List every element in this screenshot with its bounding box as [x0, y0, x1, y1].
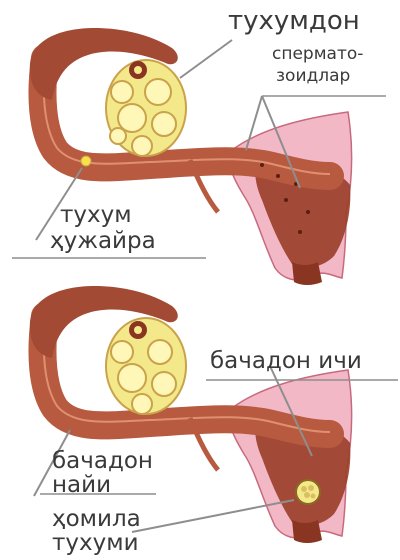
embryo-label-line1: ҳомила	[52, 508, 141, 531]
sperm	[298, 230, 302, 234]
follicle	[118, 104, 146, 132]
embryo-cell	[301, 486, 307, 492]
egg-label-line2: ҳужайра	[50, 230, 156, 253]
sperm	[260, 163, 264, 167]
embryo-label-line2: тухуми	[52, 532, 139, 555]
follicle	[110, 128, 126, 144]
cervix-bottom	[292, 520, 322, 543]
follicle	[111, 341, 133, 363]
follicle	[145, 79, 171, 105]
follicle	[111, 81, 133, 103]
egg-label-line1: тухум	[60, 204, 132, 227]
ovum	[81, 156, 91, 166]
bottom-panel	[30, 286, 398, 543]
ovary-label: тухумдон	[228, 8, 360, 34]
tube-label-line1: бачадон	[52, 450, 153, 473]
sperm-label-line1: спермато-	[272, 46, 363, 63]
mature-follicle-core	[134, 326, 142, 334]
uterus-cavity-label: бачадон ичи	[210, 350, 362, 373]
tube-label-line2: найи	[52, 474, 111, 497]
embryo	[296, 480, 320, 504]
sperm	[276, 174, 280, 178]
mature-follicle-core	[134, 66, 142, 74]
leader-line	[180, 40, 232, 78]
sperm-label-line2: зоидлар	[276, 68, 350, 85]
sperm	[284, 198, 288, 202]
follicle	[132, 136, 152, 156]
cervix-top	[292, 262, 322, 285]
follicle	[148, 340, 172, 364]
follicle	[152, 372, 176, 396]
embryo-cell	[308, 485, 314, 491]
sperm	[306, 210, 310, 214]
follicle	[132, 394, 152, 414]
follicle	[152, 112, 176, 136]
embryo-cell	[304, 492, 310, 498]
embryo-cell	[311, 494, 316, 499]
leader-line	[132, 500, 294, 532]
follicle	[118, 364, 146, 392]
